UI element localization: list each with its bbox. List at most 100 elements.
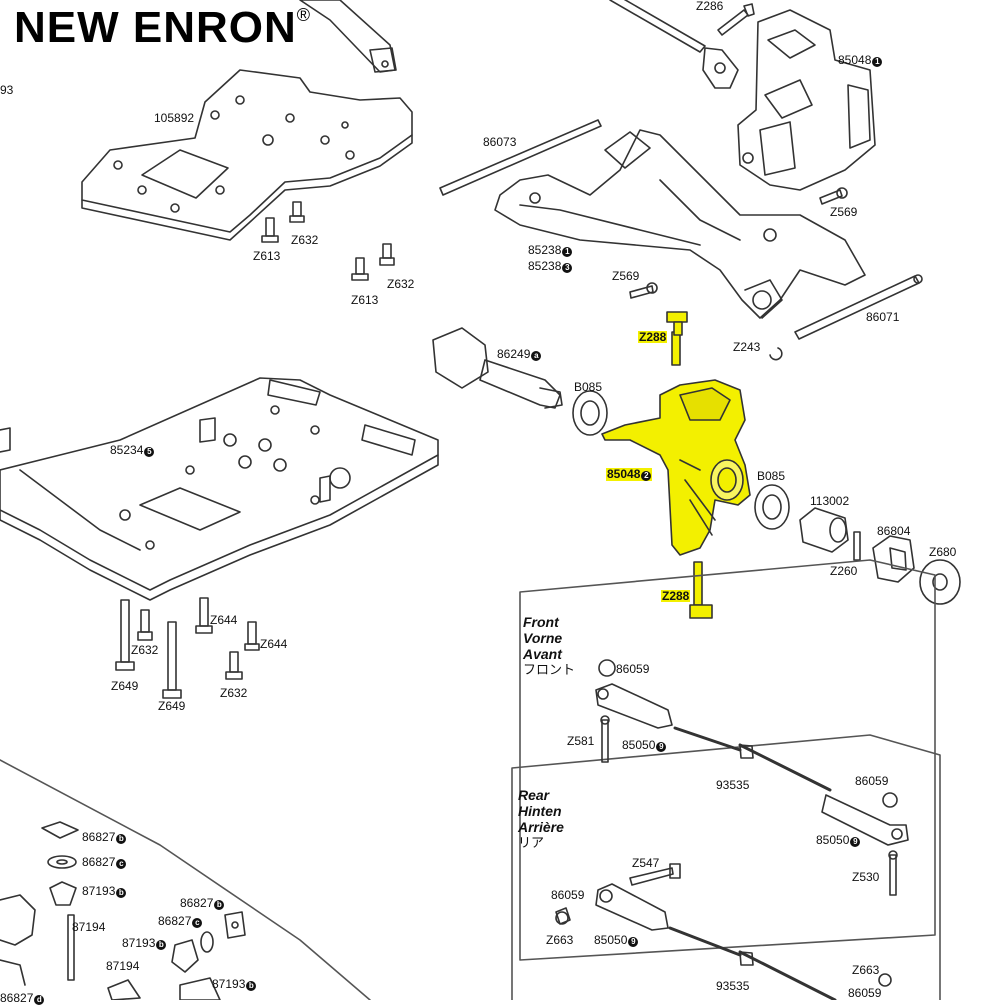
rear-box-frame [511, 734, 941, 1000]
badge-icon: 9 [628, 937, 639, 947]
differential-parts-drawing [0, 821, 246, 1000]
suspension-arm-85238-drawing [494, 129, 866, 319]
screw-z286-drawing [717, 3, 755, 36]
label-87194-a: 87194 [72, 920, 106, 934]
label-86059-a: 86059 [616, 662, 650, 676]
label-86059-c: 86059 [551, 888, 585, 902]
label-z663-b: Z663 [852, 963, 880, 977]
chassis-85234-drawing [0, 377, 439, 601]
badge-icon: a [531, 351, 542, 361]
label-z613-a: Z613 [253, 249, 281, 263]
label-86073: 86073 [483, 135, 517, 149]
label-85048-1-text: 85048 [838, 53, 872, 67]
badge-icon: 3 [562, 263, 573, 273]
label-86059-b: 86059 [855, 774, 889, 788]
pin-86071-drawing [794, 274, 923, 340]
brand-logo: NEW ENRON® [14, 6, 311, 50]
rear-title-jp: リア [518, 835, 545, 850]
hub-113002-drawing [799, 507, 849, 553]
label-85050-b-text: 85050 [816, 833, 850, 847]
label-z613-b: Z613 [351, 293, 379, 307]
label-z632-c: Z632 [131, 643, 159, 657]
badge-icon: b [214, 900, 225, 910]
label-93535-b: 93535 [716, 979, 750, 993]
label-z649-b: Z649 [158, 699, 186, 713]
label-93535-a: 93535 [716, 778, 750, 792]
bottom-left-frame [0, 759, 371, 1000]
label-85050-a-text: 85050 [622, 738, 656, 752]
label-z649-a: Z649 [111, 679, 139, 693]
label-b085-a: B085 [574, 380, 603, 394]
label-113002: 113002 [810, 494, 850, 508]
top-driveshaft-drawing [299, 0, 397, 73]
chassis-plate-105892-drawing [81, 69, 413, 241]
label-87193-b2-text: 87193 [122, 936, 156, 950]
rear-linkage-drawing [555, 863, 892, 1000]
badge-icon: 9 [656, 742, 667, 752]
rear-title-fr: Arrière [518, 819, 564, 835]
label-86071: 86071 [866, 310, 900, 324]
label-86827-c1-text: 86827 [82, 855, 116, 869]
lower-screws-drawing [115, 597, 260, 699]
badge-icon: b [116, 888, 127, 898]
label-z644-a: Z644 [210, 613, 238, 627]
label-105892: 105892 [154, 111, 195, 125]
label-86827-b1-text: 86827 [82, 830, 116, 844]
badge-icon: 1 [562, 247, 573, 257]
upright-85048-1-drawing [737, 9, 876, 191]
label-z569-b: Z569 [612, 269, 640, 283]
label-z644-b: Z644 [260, 637, 288, 651]
label-85234-text: 85234 [110, 443, 144, 457]
label-z547: Z547 [632, 856, 660, 870]
label-z632-a: Z632 [291, 233, 319, 247]
front-linkage-drawing [595, 659, 909, 896]
driveshaft-86249-drawing [432, 327, 563, 409]
label-z286: Z286 [696, 0, 724, 13]
label-86827-bottom-text: 86827 [0, 991, 34, 1005]
front-title-en: Front [523, 614, 559, 630]
front-box-frame [519, 559, 936, 961]
bearing-b085-right-drawing [754, 484, 790, 530]
front-box-title: Front Vorne Avant フロント [523, 614, 575, 678]
badge-icon: 1 [872, 57, 883, 67]
label-z260: Z260 [830, 564, 858, 578]
label-86827-c2-text: 86827 [158, 914, 192, 928]
label-z530: Z530 [852, 870, 880, 884]
rear-box-title: Rear Hinten Arrière リア [518, 787, 564, 851]
label-86827-b2-text: 86827 [180, 896, 214, 910]
front-title-de: Vorne [523, 630, 563, 646]
pin-z260-drawing [853, 531, 861, 561]
label-z288-b: Z288 [661, 589, 691, 603]
label-87194-b: 87194 [106, 959, 140, 973]
badge-icon: b [116, 834, 127, 844]
upper-screws-drawing [261, 201, 395, 281]
label-z243: Z243 [733, 340, 761, 354]
front-title-jp: フロント [523, 662, 576, 677]
label-93: 93 [0, 83, 14, 97]
label-86249-text: 86249 [497, 347, 531, 361]
hex-86804-drawing [872, 535, 915, 583]
label-85050-c-text: 85050 [594, 933, 628, 947]
label-z581: Z581 [567, 734, 595, 748]
label-z632-d: Z632 [220, 686, 248, 700]
badge-icon: b [156, 940, 167, 950]
badge-icon: c [116, 859, 127, 869]
label-85238-3-text: 85238 [528, 259, 562, 273]
